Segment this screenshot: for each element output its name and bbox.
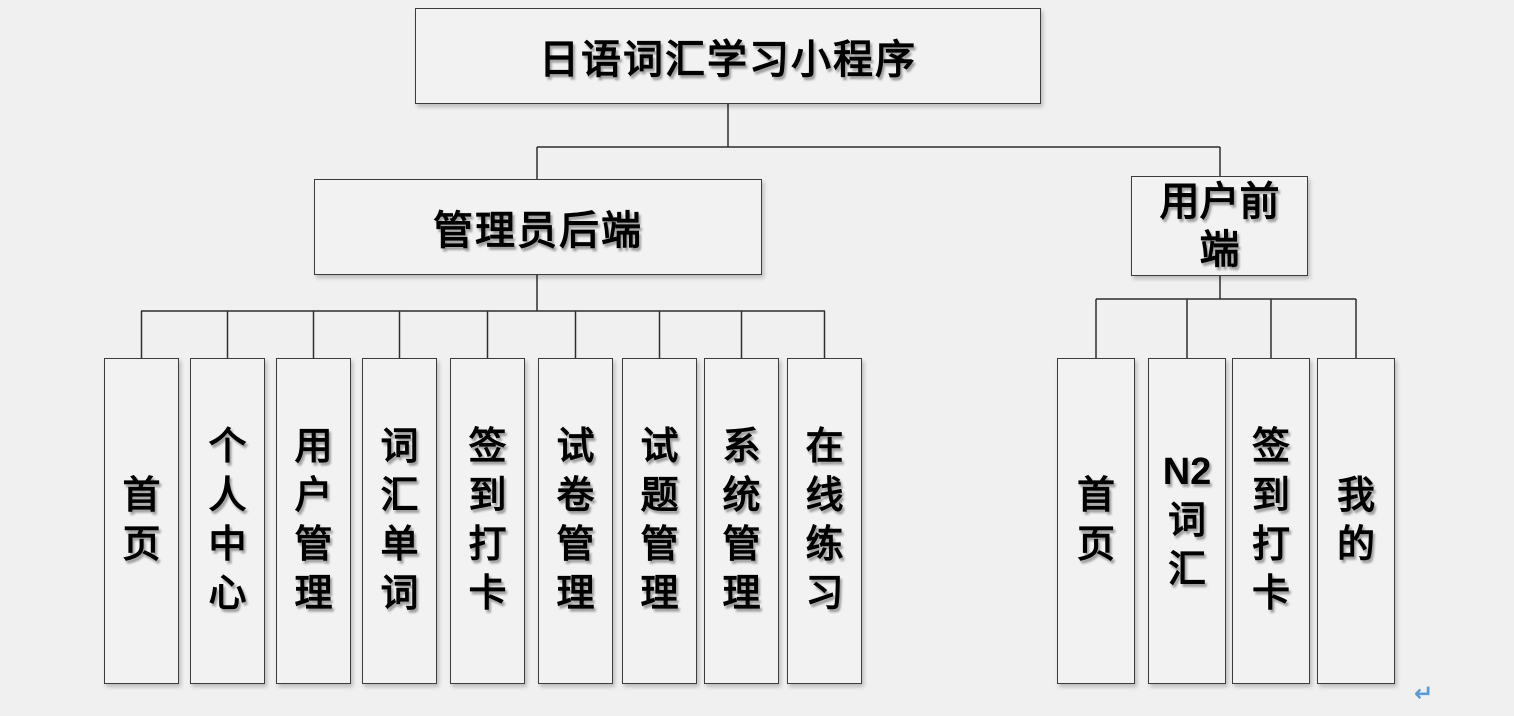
leaf-label: 首 页 — [122, 475, 161, 566]
leaf-label: 词 汇 单 词 — [380, 426, 419, 615]
node-user-home: 首 页 — [1057, 358, 1135, 684]
leaf-label: 签 到 打 卡 — [1251, 426, 1290, 615]
leaf-label: 在 线 练 习 — [805, 426, 844, 615]
node-user-frontend-label: 用户前端 — [1159, 180, 1280, 272]
node-root: 日语词汇学习小程序 — [415, 8, 1041, 104]
node-admin-home: 首 页 — [104, 358, 179, 684]
node-admin-personal-center: 个 人 中 心 — [190, 358, 265, 684]
node-admin-backend: 管理员后端 — [314, 179, 762, 275]
leaf-label: 签 到 打 卡 — [468, 426, 507, 615]
node-admin-vocabulary-words: 词 汇 单 词 — [362, 358, 437, 684]
leaf-label: N2 词 汇 — [1162, 450, 1212, 591]
node-user-frontend: 用户前端 — [1131, 176, 1308, 276]
leaf-label: 首 页 — [1076, 475, 1115, 566]
node-user-n2-vocabulary: N2 词 汇 — [1148, 358, 1226, 684]
return-mark-icon: ↵ — [1414, 680, 1434, 706]
node-admin-paper-management: 试 卷 管 理 — [538, 358, 613, 684]
node-admin-user-management: 用 户 管 理 — [276, 358, 351, 684]
node-admin-system-management: 系 统 管 理 — [704, 358, 779, 684]
leaf-label: 个 人 中 心 — [208, 426, 247, 615]
node-admin-checkin: 签 到 打 卡 — [450, 358, 525, 684]
leaf-label: 我 的 — [1336, 475, 1375, 566]
leaf-label: 试 题 管 理 — [640, 426, 679, 615]
leaf-label: 用 户 管 理 — [294, 426, 333, 615]
node-user-checkin: 签 到 打 卡 — [1232, 358, 1310, 684]
node-user-mine: 我 的 — [1317, 358, 1395, 684]
node-admin-online-practice: 在 线 练 习 — [787, 358, 862, 684]
node-root-label: 日语词汇学习小程序 — [539, 38, 917, 82]
node-admin-question-management: 试 题 管 理 — [622, 358, 697, 684]
leaf-label: 系 统 管 理 — [722, 426, 761, 615]
node-admin-backend-label: 管理员后端 — [433, 209, 643, 253]
leaf-label: 试 卷 管 理 — [556, 426, 595, 615]
